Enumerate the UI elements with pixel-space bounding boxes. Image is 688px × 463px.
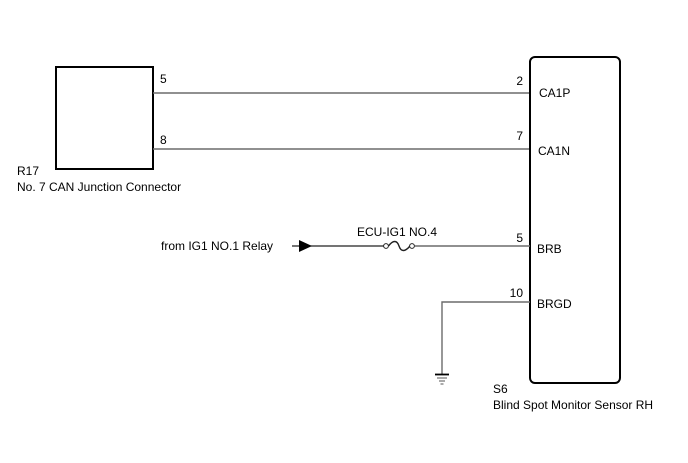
s6-signal-ca1p: CA1P [539, 86, 570, 100]
fuse-icon [383, 240, 415, 252]
s6-pin-2-number: 2 [516, 74, 523, 88]
ground-icon [435, 373, 449, 385]
s6-signal-brb: BRB [537, 242, 562, 256]
r17-pin-8-label: 8 [160, 133, 167, 147]
s6-pin-5-number: 5 [516, 231, 523, 245]
power-source-label: from IG1 NO.1 Relay [161, 239, 273, 253]
s6-name-label: Blind Spot Monitor Sensor RH [493, 398, 653, 412]
s6-signal-brgd: BRGD [537, 297, 572, 311]
wire-brgd [441, 301, 530, 374]
s6-signal-ca1n: CA1N [538, 144, 570, 158]
s6-code-label: S6 [493, 382, 508, 396]
r17-name-label: No. 7 CAN Junction Connector [17, 180, 181, 194]
arrow-right-icon [299, 240, 312, 252]
s6-pin-7-number: 7 [516, 129, 523, 143]
s6-pin-10-number: 10 [510, 286, 524, 300]
r17-code-label: R17 [17, 164, 39, 178]
s6-sensor-box [529, 56, 621, 384]
r17-pin-5-label: 5 [160, 72, 167, 86]
r17-connector-box [55, 66, 154, 170]
fuse-label: ECU-IG1 NO.4 [357, 225, 437, 239]
